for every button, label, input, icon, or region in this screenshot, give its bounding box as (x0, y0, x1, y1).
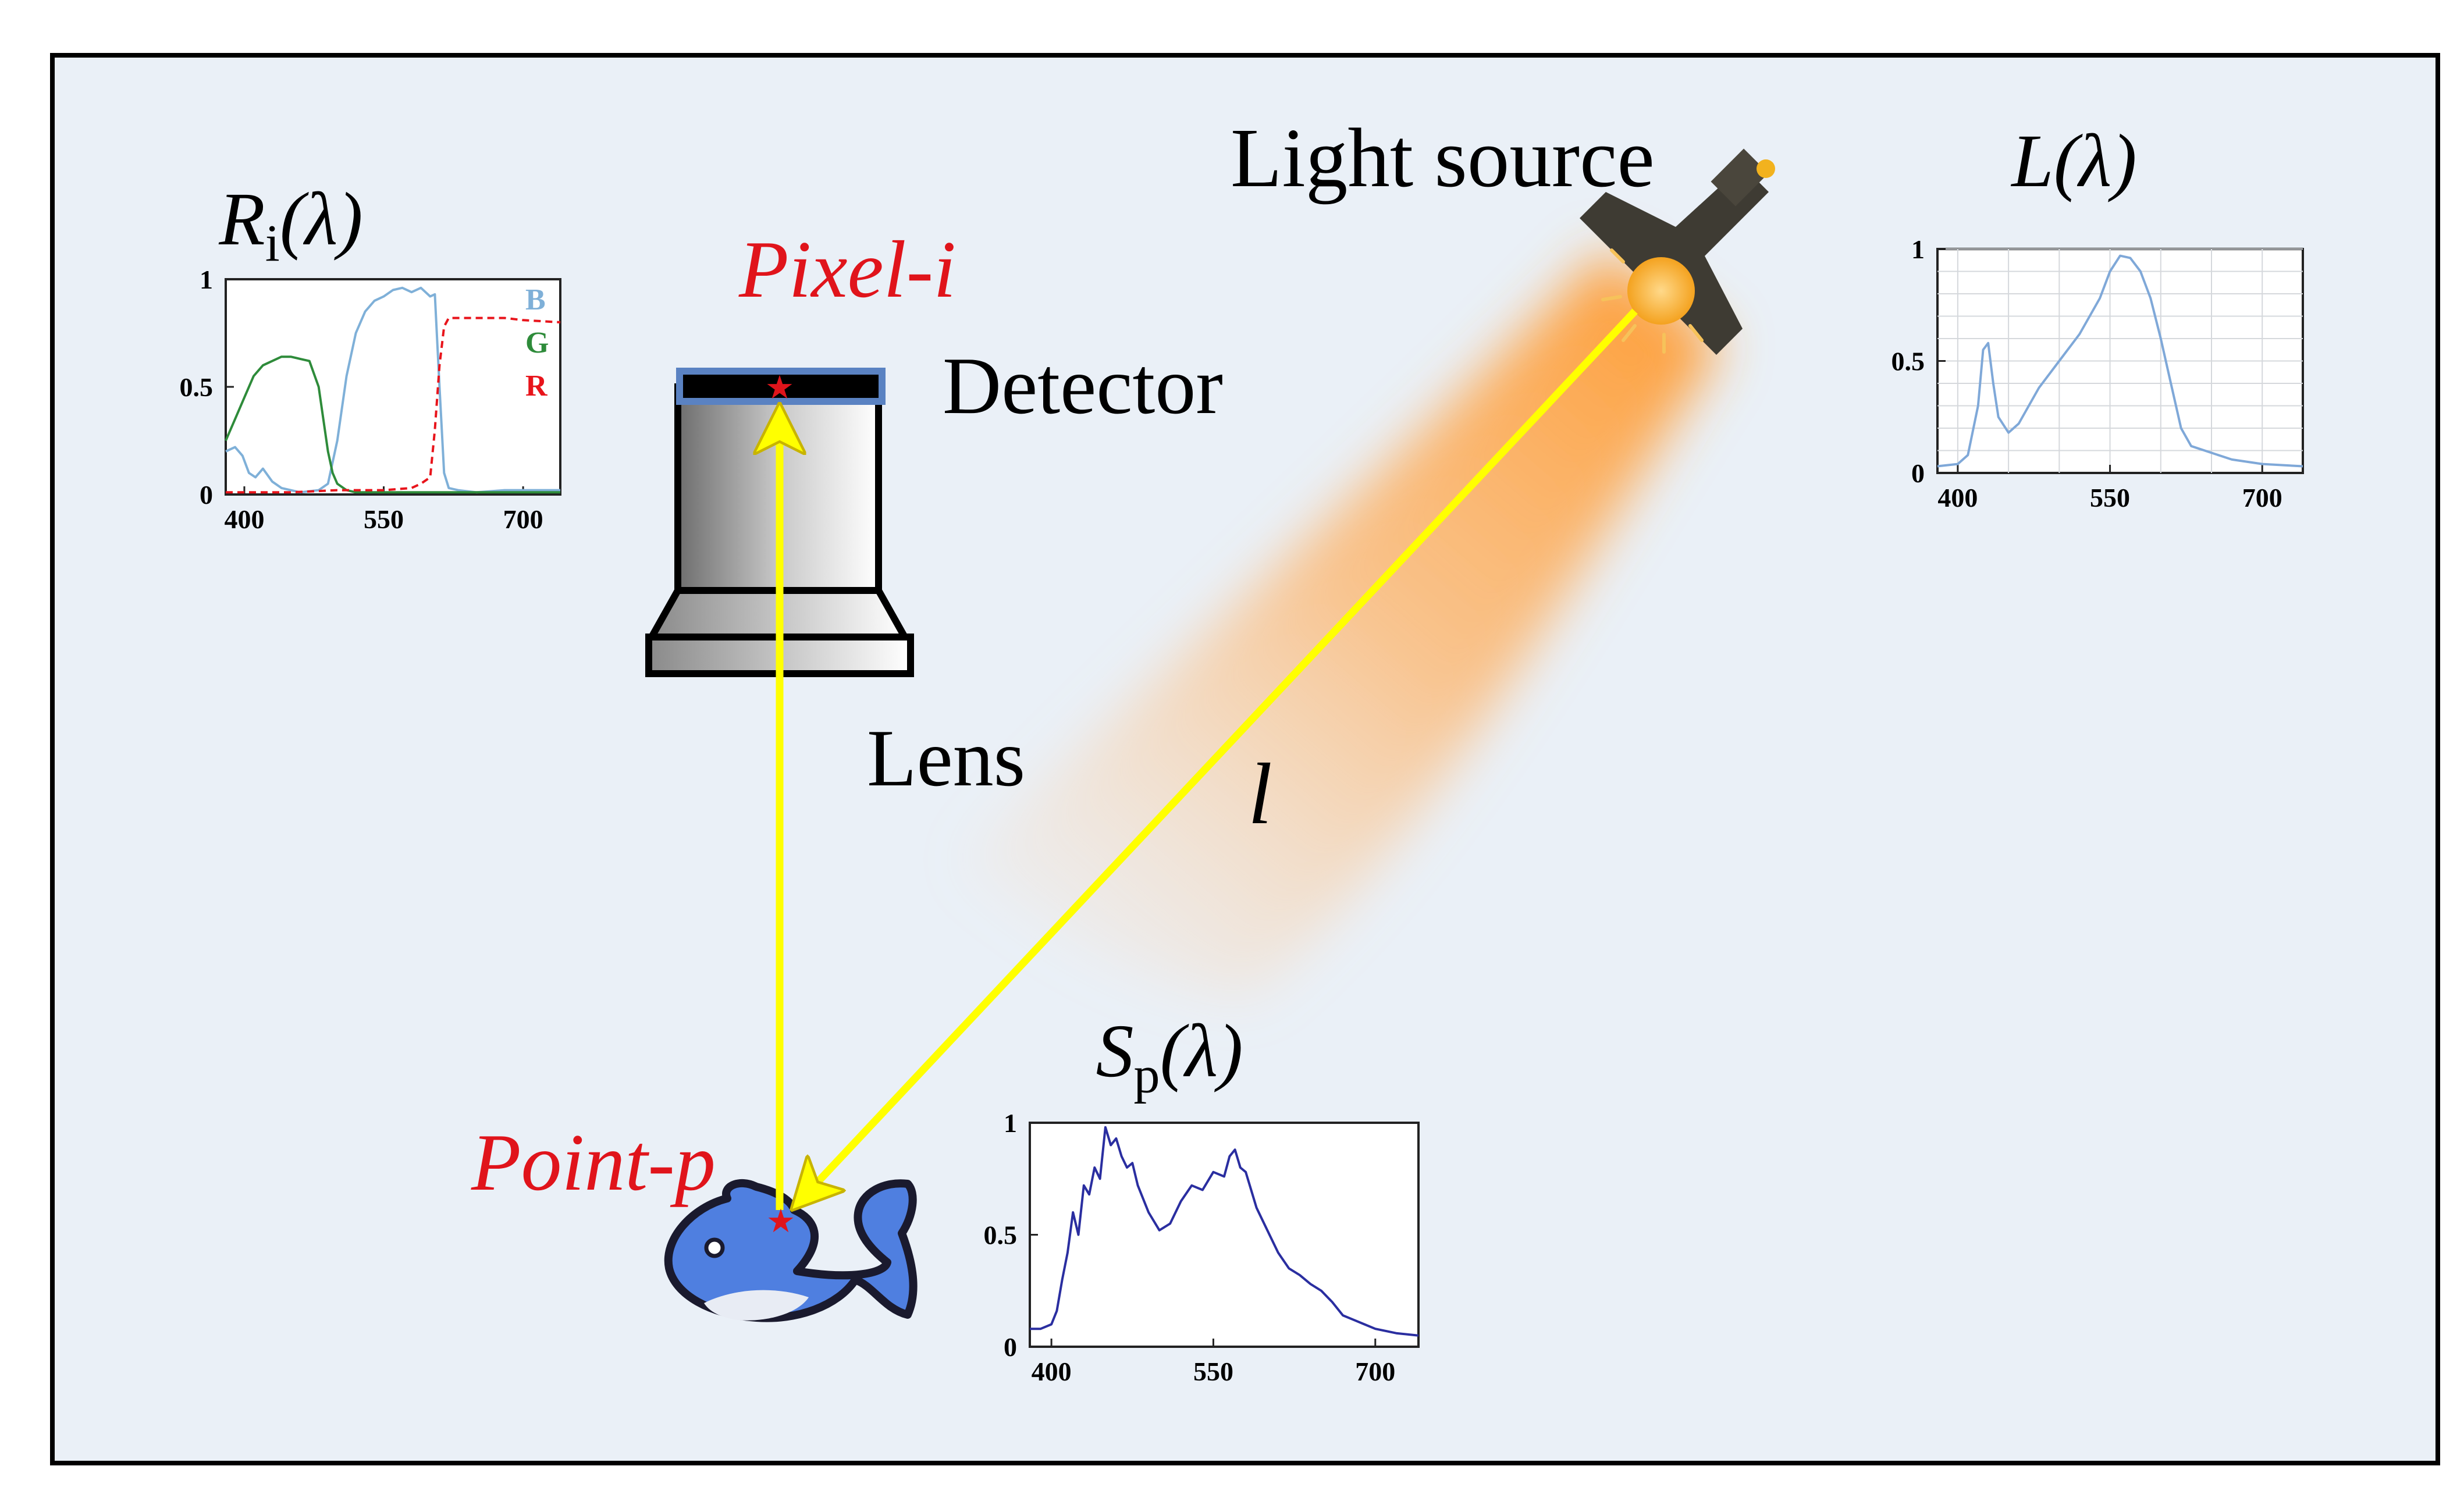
chart-title: Ri(λ) (218, 177, 362, 272)
legend-entry: G (525, 326, 549, 360)
x-tick-label: 550 (2090, 483, 2130, 513)
chart-title: Sp(λ) (1096, 1009, 1243, 1104)
x-tick-label: 400 (224, 504, 264, 534)
y-tick-label: 1 (1004, 1108, 1017, 1138)
path-label: l (1248, 746, 1272, 842)
y-tick-label: 1 (1911, 234, 1925, 264)
y-tick-label: 0.5 (1891, 347, 1925, 376)
chart-s: Sp(λ) 400 550 700 0 0.5 1 (984, 1009, 1420, 1386)
y-tick-label: 1 (200, 265, 213, 294)
x-tick-label: 550 (1193, 1357, 1233, 1386)
sensor-bar (676, 368, 886, 405)
series-line (225, 286, 560, 494)
y-tick-label: 0.5 (984, 1220, 1018, 1250)
plot-area (1029, 1122, 1420, 1348)
series-line (226, 316, 561, 494)
chart-title: L(λ) (2010, 119, 2136, 203)
y-tick-label: 0 (200, 480, 213, 510)
plot-area (225, 278, 561, 496)
lamp-icon (1580, 148, 1775, 355)
point-label: Point-p (471, 1118, 716, 1208)
chart-l: L(λ) 400 550 700 0 0.5 1 (1891, 119, 2304, 513)
x-tick-label: 700 (1355, 1357, 1395, 1386)
series-line (225, 355, 560, 494)
legend-entry: R (525, 369, 548, 403)
x-tick-label: 700 (503, 504, 543, 534)
star-marker-icon: ★ (765, 370, 794, 406)
y-tick-label: 0 (1004, 1332, 1017, 1362)
light-source-label: Light source (1231, 112, 1655, 205)
y-tick-label: 0 (1911, 458, 1925, 488)
series-line (1030, 1126, 1419, 1337)
x-tick-label: 550 (364, 504, 404, 534)
y-tick-label: 0.5 (180, 372, 214, 402)
pixel-label: Pixel-i (738, 225, 956, 315)
legend-entry: B (525, 283, 546, 316)
ray-source-to-point (794, 308, 1638, 1207)
lens-label: Lens (867, 713, 1025, 803)
star-marker-icon: ★ (766, 1204, 795, 1240)
fish-icon (664, 1179, 918, 1322)
x-tick-label: 400 (1937, 483, 1978, 513)
detector-label: Detector (943, 341, 1223, 431)
x-tick-label: 700 (2242, 483, 2282, 513)
x-tick-label: 400 (1032, 1357, 1072, 1386)
series-line (1937, 254, 2303, 468)
